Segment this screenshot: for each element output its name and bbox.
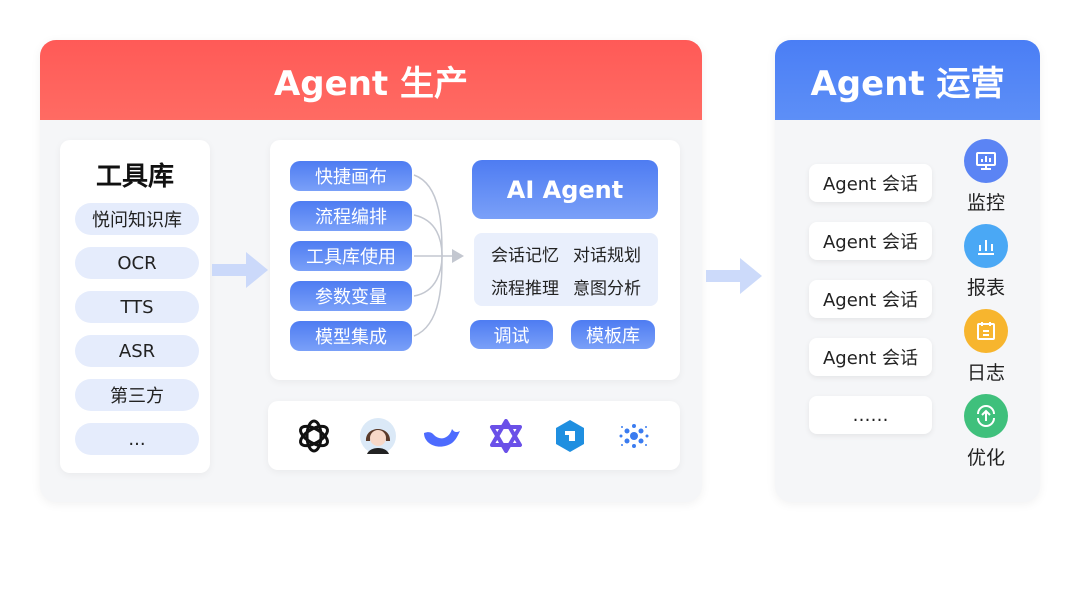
cube-logo-icon bbox=[550, 416, 590, 456]
bar-chart-icon[interactable] bbox=[964, 224, 1008, 268]
operation-title: Agent 运营 bbox=[810, 63, 1005, 104]
monitor-icon[interactable] bbox=[964, 139, 1008, 183]
feature-pill: 快捷画布 bbox=[290, 161, 412, 191]
qwen-logo-icon bbox=[486, 416, 526, 456]
template-library-button[interactable]: 模板库 bbox=[571, 320, 655, 349]
toolbox-item: ... bbox=[75, 423, 199, 455]
toolbox-card: 工具库 悦问知识库 OCR TTS ASR 第三方 ... bbox=[60, 140, 210, 473]
feature-pill: 模型集成 bbox=[290, 321, 412, 351]
session-item: …… bbox=[809, 396, 932, 434]
feature-pill: 流程编排 bbox=[290, 201, 412, 231]
feature-pill: 参数变量 bbox=[290, 281, 412, 311]
session-item: Agent 会话 bbox=[809, 338, 932, 376]
toolbox-item: OCR bbox=[75, 247, 199, 279]
avatar-logo-icon bbox=[358, 416, 398, 456]
openai-logo-icon bbox=[294, 416, 334, 456]
operation-header: Agent 运营 bbox=[775, 40, 1040, 120]
deepseek-logo-icon bbox=[422, 416, 462, 456]
arrow-right-icon bbox=[706, 258, 762, 294]
capabilities-box: 会话记忆 对话规划 流程推理 意图分析 bbox=[474, 233, 658, 306]
capability: 对话规划 bbox=[573, 245, 641, 266]
arrow-right-icon bbox=[212, 252, 268, 288]
production-header: Agent 生产 bbox=[40, 40, 702, 120]
toolbox-item: TTS bbox=[75, 291, 199, 323]
builder-card: 快捷画布 流程编排 工具库使用 参数变量 模型集成 AI Agent 会话记忆 … bbox=[270, 140, 680, 380]
debug-button[interactable]: 调试 bbox=[470, 320, 553, 349]
ai-agent-title: AI Agent bbox=[506, 175, 624, 204]
production-title: Agent 生产 bbox=[273, 63, 468, 104]
toolbox-item: 第三方 bbox=[75, 379, 199, 411]
merge-connector bbox=[413, 174, 464, 337]
monitor-label: 监控 bbox=[966, 192, 1005, 214]
session-item: Agent 会话 bbox=[809, 280, 932, 318]
dots-logo-icon bbox=[614, 416, 654, 456]
calendar-icon[interactable] bbox=[964, 309, 1008, 353]
toolbox-title: 工具库 bbox=[95, 162, 174, 192]
capability: 意图分析 bbox=[573, 278, 641, 299]
capability: 会话记忆 bbox=[491, 245, 559, 266]
session-item: Agent 会话 bbox=[809, 222, 932, 260]
ai-agent-box: AI Agent bbox=[472, 160, 658, 219]
log-label: 日志 bbox=[966, 362, 1005, 384]
agent-operation-panel: Agent 运营 Agent 会话 Agent 会话 Agent 会话 Agen… bbox=[775, 40, 1040, 502]
feature-pill: 工具库使用 bbox=[290, 241, 412, 271]
capability: 流程推理 bbox=[491, 278, 559, 299]
report-label: 报表 bbox=[966, 277, 1005, 299]
optimize-label: 优化 bbox=[966, 447, 1005, 469]
toolbox-item: 悦问知识库 bbox=[75, 203, 199, 235]
session-item: Agent 会话 bbox=[809, 164, 932, 202]
models-card bbox=[268, 401, 680, 470]
upgrade-icon[interactable] bbox=[964, 394, 1008, 438]
toolbox-item: ASR bbox=[75, 335, 199, 367]
